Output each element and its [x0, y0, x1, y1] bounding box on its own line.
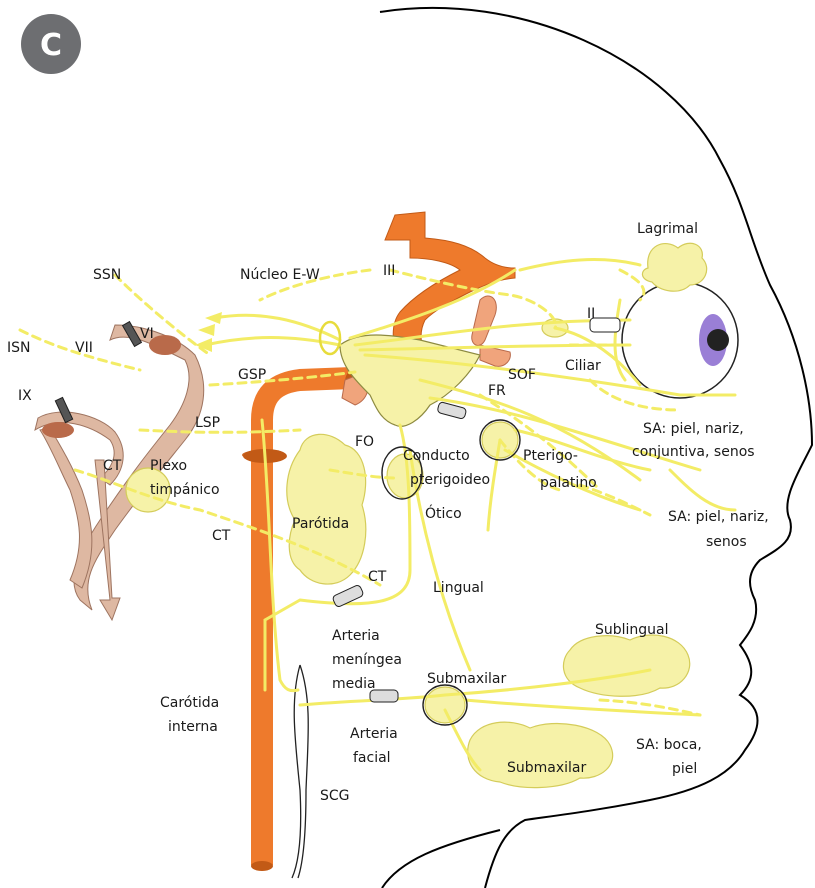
submaxillary-gland — [468, 722, 613, 787]
label-arteria-fac-1: Arteria — [350, 726, 398, 742]
label-pterigo-1: Pterigo- — [523, 448, 578, 464]
fiber-arrowheads — [195, 312, 222, 352]
label-nucleo-ew: Núcleo E-W — [240, 267, 320, 283]
label-lingual: Lingual — [433, 580, 484, 596]
label-arteria-men-1: Arteria — [332, 628, 380, 644]
glossopharyngeal-trunk — [35, 412, 123, 485]
label-arteria-men-3: media — [332, 676, 376, 692]
lacrimal-gland — [642, 243, 706, 291]
label-arteria-men-2: meníngea — [332, 652, 402, 668]
label-iii: III — [383, 263, 395, 279]
label-sublingual: Sublingual — [595, 622, 669, 638]
label-otico: Ótico — [425, 504, 462, 522]
label-ssn: SSN — [93, 267, 121, 283]
label-submaxilar-gland: Submaxilar — [507, 760, 587, 776]
label-lagrimal: Lagrimal — [637, 221, 698, 237]
label-ct-1: CT — [103, 458, 122, 474]
label-sa3-line1: SA: boca, — [636, 737, 702, 753]
neck-outline — [382, 830, 500, 888]
label-lsp: LSP — [195, 415, 220, 431]
label-arteria-fac-2: facial — [353, 750, 391, 766]
label-ix: IX — [18, 388, 32, 404]
label-conducto-1: Conducto — [403, 448, 470, 464]
label-ii: II — [587, 306, 595, 322]
parotid-gland — [287, 434, 366, 584]
salmon-structure-1 — [472, 296, 497, 345]
label-fr: FR — [488, 383, 506, 399]
facial-knot — [149, 335, 181, 355]
label-ct-3: CT — [368, 569, 387, 585]
submandibular-ganglion — [425, 687, 465, 723]
label-sa2-line1: SA: piel, nariz, — [668, 509, 769, 525]
label-pterigo-2: palatino — [540, 475, 597, 491]
label-fo: FO — [355, 434, 374, 450]
tan-branch-tail — [40, 428, 92, 588]
label-vii: VII — [75, 340, 93, 356]
panel-badge-letter: C — [40, 28, 62, 63]
label-sa3-line2: piel — [672, 761, 697, 777]
label-sa2-line2: senos — [706, 534, 747, 550]
panel-badge: C — [21, 14, 81, 74]
label-vi: VI — [140, 326, 154, 342]
label-gsp: GSP — [238, 367, 266, 383]
label-sa1-line2: conjuntiva, senos — [632, 444, 755, 460]
label-carotida-1: Carótida — [160, 695, 219, 711]
label-parotida: Parótida — [292, 516, 349, 532]
label-isn: ISN — [7, 340, 31, 356]
label-conducto-2: pterigoideo — [410, 472, 490, 488]
label-ciliar: Ciliar — [565, 358, 601, 374]
label-sa1-line1: SA: piel, nariz, — [643, 421, 744, 437]
sympathetic-chain-scg — [292, 665, 308, 878]
glossopharyngeal-knot — [42, 422, 74, 438]
label-ct-2: CT — [212, 528, 231, 544]
label-carotida-2: interna — [168, 719, 218, 735]
label-sof: SOF — [508, 367, 536, 383]
sublingual-gland — [563, 635, 689, 696]
label-plexo-1: Plexo — [150, 458, 187, 474]
label-scg: SCG — [320, 788, 350, 804]
label-submaxilar-ganglion: Submaxilar — [427, 671, 507, 687]
label-plexo-2: timpánico — [150, 482, 220, 498]
